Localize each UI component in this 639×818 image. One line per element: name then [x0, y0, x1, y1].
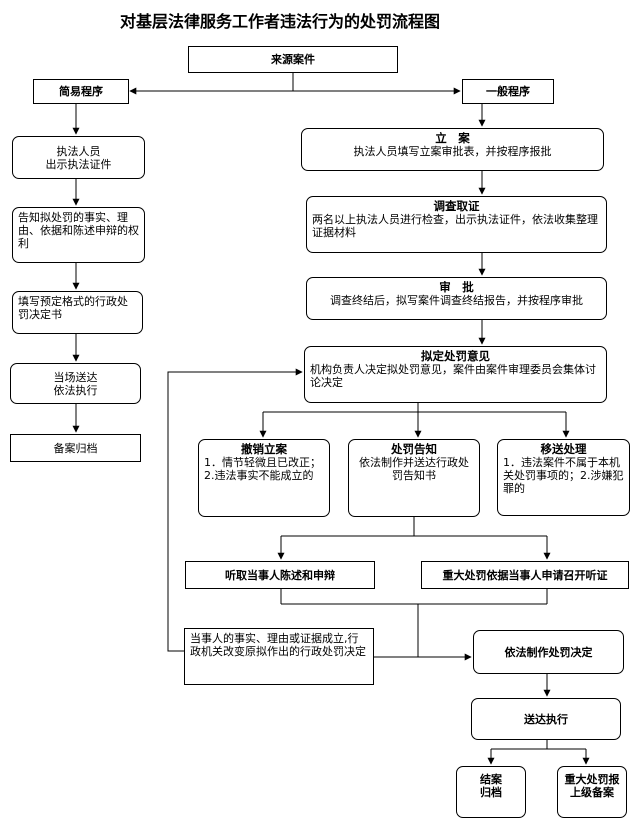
node-show-credentials: 执法人员 出示执法证件: [12, 136, 145, 179]
node-approve: 审 批 调查终结后，拟写案件调查终结报告，并按程序审批: [306, 277, 607, 320]
node-revoke-case-head: 撤销立案: [241, 442, 287, 456]
node-file-record: 备案归档: [10, 434, 141, 462]
node-penalty-notice-body: 依法制作并送达行政处罚告知书: [359, 456, 469, 482]
node-file-case: 立 案 执法人员填写立案审批表，并按程序报批: [301, 128, 604, 171]
node-revoke-case-body: 1．情节轻微且已改正；2.违法事实不能成立的: [204, 456, 321, 482]
node-file-case-body: 执法人员填写立案审批表，并按程序报批: [353, 145, 552, 158]
node-inform-rights: 告知拟处罚的事实、理由、依据和陈述申辩的权利: [12, 207, 145, 263]
node-investigate: 调查取证 两名以上执法人员进行检查，出示执法证件，依法收集整理证据材料: [306, 196, 607, 253]
node-draft-penalty: 拟定处罚意见 机构负责人决定拟处罚意见，案件由案件审理委员会集体讨论决定: [304, 346, 607, 403]
node-report-major: 重大处罚报上级备案: [557, 766, 627, 818]
node-deliver-execute: 送达执行: [471, 698, 621, 740]
node-hold-hearing: 重大处罚依据当事人申请召开听证: [421, 561, 629, 589]
node-investigate-body: 两名以上执法人员进行检查，出示执法证件，依法收集整理证据材料: [312, 213, 598, 239]
node-draft-penalty-body: 机构负责人决定拟处罚意见，案件由案件审理委员会集体讨论决定: [310, 363, 596, 389]
node-deliver-on-spot: 当场送达 依法执行: [10, 363, 141, 404]
node-file-case-head: 立 案: [435, 131, 470, 145]
node-close-archive: 结案 归档: [456, 766, 526, 818]
node-approve-body: 调查终结后，拟写案件调查终结报告，并按程序审批: [330, 294, 583, 307]
node-approve-head: 审 批: [439, 280, 474, 294]
edge-change-feedback: [167, 368, 303, 652]
node-simple-procedure: 简易程序: [33, 79, 129, 104]
node-transfer-head: 移送处理: [540, 442, 587, 456]
node-fill-decision-form: 填写预定格式的行政处罚决定书: [12, 291, 143, 334]
node-penalty-notice: 处罚告知 依法制作并送达行政处罚告知书: [348, 439, 480, 517]
node-transfer-body: 1．违法案件不属于本机关处罚事项的；2.涉嫌犯罪的: [503, 456, 624, 495]
node-source-case: 来源案件: [188, 46, 398, 73]
node-investigate-head: 调查取证: [433, 199, 480, 213]
node-draft-penalty-head: 拟定处罚意见: [421, 349, 490, 363]
node-general-procedure: 一般程序: [462, 79, 554, 104]
node-transfer: 移送处理 1．违法案件不属于本机关处罚事项的；2.涉嫌犯罪的: [497, 439, 630, 516]
node-penalty-notice-head: 处罚告知: [391, 442, 437, 456]
node-revoke-case: 撤销立案 1．情节轻微且已改正；2.违法事实不能成立的: [198, 439, 330, 517]
node-hear-statements: 听取当事人陈述和申辩: [185, 561, 375, 589]
diagram-title: 对基层法律服务工作者违法行为的处罚流程图: [119, 12, 440, 31]
node-make-decision: 依法制作处罚决定: [473, 630, 624, 674]
node-change-decision: 当事人的事实、理由或证据成立,行政机关改变原拟作出的行政处罚决定: [184, 628, 374, 685]
